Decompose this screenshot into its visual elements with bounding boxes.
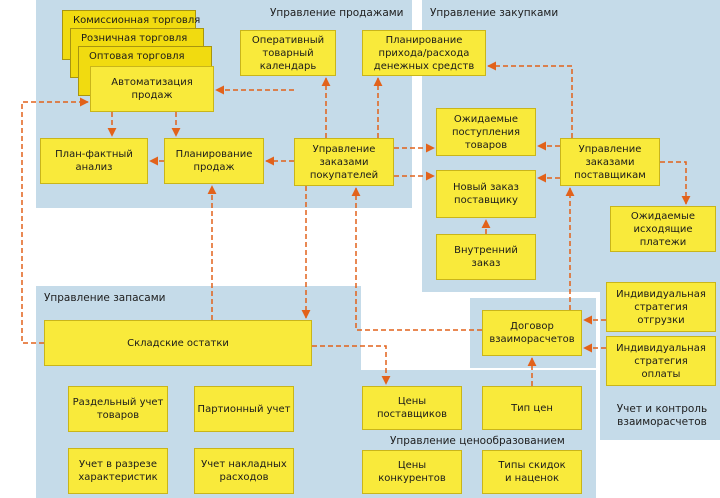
node-supplier-prices[interactable]: Цены поставщиков — [362, 386, 462, 430]
node-expected-payments[interactable]: Ожидаемые исходящие платежи — [610, 206, 716, 252]
node-sales-planning[interactable]: Планирование продаж — [164, 138, 264, 184]
node-operational-calendar[interactable]: Оперативный товарный календарь — [240, 30, 336, 76]
node-shipment-strategy[interactable]: Индивидуальная стратегия отгрузки — [606, 282, 716, 332]
node-internal-order[interactable]: Внутренний заказ — [436, 234, 536, 280]
node-supplier-orders[interactable]: Управление заказами поставщикам — [560, 138, 660, 186]
label-purchases: Управление закупками — [430, 7, 559, 19]
label-sales: Управление продажами — [270, 7, 404, 19]
node-competitor-prices[interactable]: Цены конкурентов — [362, 450, 462, 494]
node-expected-receipts[interactable]: Ожидаемые поступления товаров — [436, 108, 536, 156]
node-customer-orders[interactable]: Управление заказами покупателей — [294, 138, 394, 186]
node-payment-strategy[interactable]: Индивидуальная стратегия оплаты — [606, 336, 716, 386]
label-pricing: Управление ценообразованием — [390, 435, 565, 447]
node-batch-accounting[interactable]: Партионный учет — [194, 386, 294, 432]
node-sales-automation[interactable]: Автоматизация продаж — [90, 66, 214, 112]
node-new-supplier-order[interactable]: Новый заказ поставщику — [436, 170, 536, 218]
node-overhead-accounting[interactable]: Учет накладных расходов — [194, 448, 294, 494]
node-warehouse-stock[interactable]: Складские остатки — [44, 320, 312, 366]
node-price-type[interactable]: Тип цен — [482, 386, 582, 430]
node-discount-types[interactable]: Типы скидок и наценок — [482, 450, 582, 494]
node-settlement-contract[interactable]: Договор взаиморасчетов — [482, 310, 582, 356]
label-inventory: Управление запасами — [44, 292, 166, 304]
label-settlements: Учет и контроль взаиморасчетов — [616, 403, 708, 428]
node-separate-accounting[interactable]: Раздельный учет товаров — [68, 386, 168, 432]
node-cash-flow-planning[interactable]: Планирование прихода/расхода денежных ср… — [362, 30, 486, 76]
node-plan-fact-analysis[interactable]: План-фактный анализ — [40, 138, 148, 184]
node-characteristics-accounting[interactable]: Учет в разрезе характеристик — [68, 448, 168, 494]
